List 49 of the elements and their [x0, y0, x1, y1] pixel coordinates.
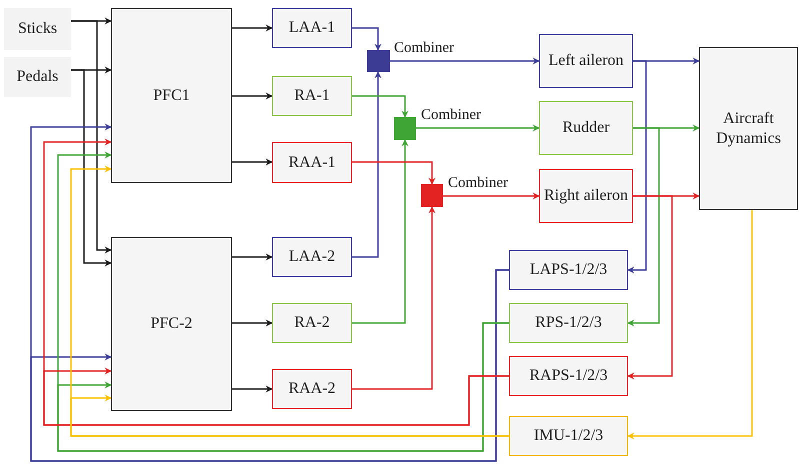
surface-box: Rudder [539, 101, 633, 155]
arrow [232, 92, 273, 100]
surface-box: Right aileron [539, 169, 633, 223]
arrow [71, 69, 112, 266]
sensor-box: RPS-1/2/3 [509, 303, 628, 343]
sensor-box: LAPS-1/2/3 [509, 250, 628, 290]
actuator-box: RAA-1 [272, 142, 352, 183]
combiner-square [367, 50, 390, 72]
combiner-square [421, 184, 443, 207]
node-caption: Combiner [421, 107, 481, 124]
arrow [30, 269, 509, 462]
input-box: Pedals [4, 57, 71, 97]
arrow [416, 124, 540, 132]
actuator-box: RAA-2 [272, 369, 352, 409]
arrow [232, 386, 273, 392]
arrow [390, 58, 540, 64]
arrow [352, 206, 436, 390]
controller-box: PFC-2 [111, 237, 232, 411]
arrow [232, 320, 273, 326]
arrow [627, 210, 753, 440]
arrow [232, 254, 273, 260]
arrow [627, 195, 673, 380]
arrow [352, 139, 408, 324]
arrow [232, 24, 273, 32]
arrow [352, 161, 436, 185]
arrow [352, 27, 382, 51]
arrow [57, 322, 509, 452]
combiner-square [394, 117, 416, 140]
arrow [352, 95, 408, 118]
actuator-box: RA-1 [272, 76, 352, 116]
controller-box: PFC1 [111, 8, 232, 183]
arrow [232, 158, 273, 166]
sensor-box: IMU-1/2/3 [509, 416, 628, 456]
arrow [352, 71, 382, 258]
arrow [70, 394, 509, 437]
arrow [71, 20, 112, 254]
arrow [627, 127, 660, 326]
arrow [627, 60, 647, 274]
node-caption: Combiner [448, 175, 508, 192]
sensor-box: RAPS-1/2/3 [509, 356, 628, 396]
input-box: Sticks [4, 8, 71, 50]
dynamics-box: Aircraft Dynamics [699, 47, 798, 210]
arrow [43, 368, 509, 426]
actuator-box: RA-2 [272, 303, 352, 343]
actuator-box: LAA-1 [272, 8, 352, 48]
surface-box: Left aileron [539, 34, 633, 88]
actuator-box: LAA-2 [272, 237, 352, 277]
arrow [443, 192, 540, 200]
node-caption: Combiner [394, 40, 454, 57]
